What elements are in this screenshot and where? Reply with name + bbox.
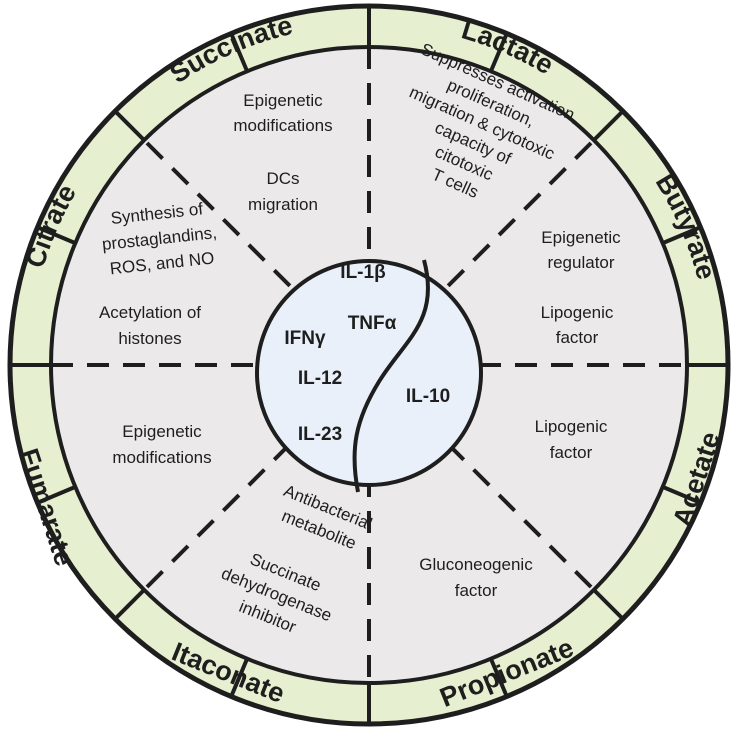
cytokine-il12: IL-12 <box>298 368 342 389</box>
center-circle <box>255 259 483 487</box>
butyrate-text-2: regulator <box>547 253 614 272</box>
butyrate-text-4: factor <box>556 328 599 347</box>
center-divider-curve <box>352 259 430 493</box>
propionate-text-1: Gluconeogenic <box>419 555 533 574</box>
cytokine-il23: IL-23 <box>298 424 342 445</box>
succinate-text-4: migration <box>248 195 318 214</box>
propionate-sector: Gluconeogenic factor <box>419 555 533 600</box>
cytokine-il1b: IL-1β <box>340 262 385 283</box>
cytokine-ifng: IFNγ <box>284 328 326 349</box>
fumarate-text-2: modifications <box>112 448 211 467</box>
succinate-text-3: DCs <box>266 169 299 188</box>
succinate-text-1: Epigenetic <box>243 91 323 110</box>
cytokine-il10: IL-10 <box>406 386 450 407</box>
propionate-text-2: factor <box>455 581 498 600</box>
succinate-text-2: modifications <box>233 116 332 135</box>
citrate-text-5: histones <box>118 329 181 348</box>
acetate-text-2: factor <box>550 443 593 462</box>
ring-ticks <box>10 6 728 724</box>
citrate-text-4: Acetylation of <box>99 303 201 322</box>
fumarate-sector: Epigenetic modifications <box>112 422 211 467</box>
center-cytokines: IL-1β TNFα IFNγ IL-12 IL-23 IL-10 <box>284 262 450 445</box>
butyrate-text-3: Lipogenic <box>541 303 614 322</box>
cytokine-tnfa: TNFα <box>348 313 397 334</box>
acetate-sector: Lipogenic factor <box>535 417 608 462</box>
succinate-sector: Epigenetic modifications DCs migration <box>233 91 332 214</box>
butyrate-text-1: Epigenetic <box>541 228 621 247</box>
butyrate-sector: Epigenetic regulator Lipogenic factor <box>541 228 622 347</box>
acetate-text-1: Lipogenic <box>535 417 608 436</box>
fumarate-text-1: Epigenetic <box>122 422 202 441</box>
